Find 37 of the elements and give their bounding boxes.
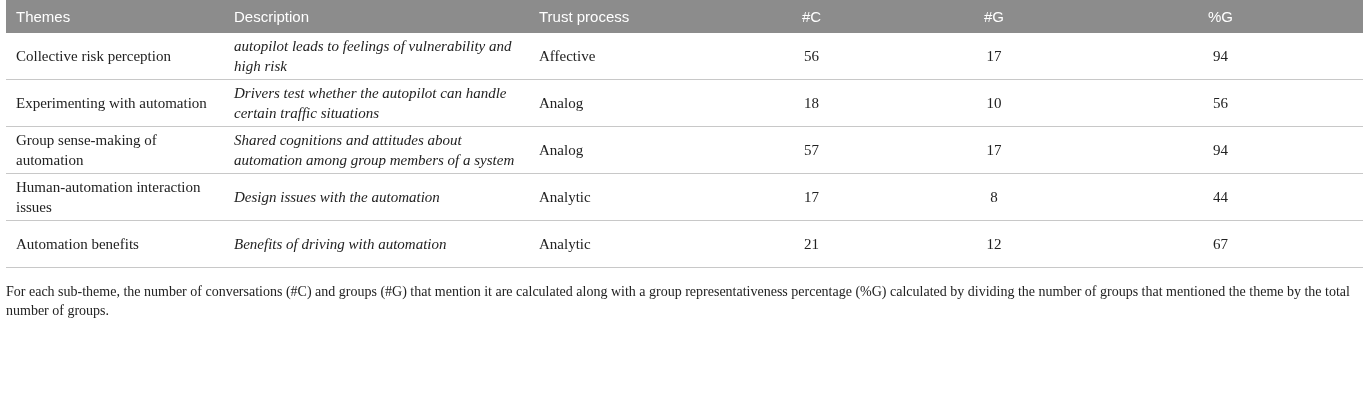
group-percentage: 94 — [1212, 47, 1229, 66]
group-count: 17 — [985, 141, 1003, 160]
theme-text: Experimenting with automation — [15, 94, 208, 113]
trust-process-text: Analytic — [538, 188, 592, 207]
theme-text: Human-automation interaction issues — [15, 178, 202, 217]
group-count: 17 — [985, 47, 1003, 66]
group-count: 12 — [985, 235, 1003, 254]
column-header: Description — [233, 8, 311, 25]
column-header: Themes — [15, 8, 72, 25]
trust-process-text: Analog — [538, 141, 585, 160]
group-count: 8 — [989, 188, 999, 207]
group-percentage: 94 — [1212, 141, 1229, 160]
table-caption: For each sub-theme, the number of conversations (#C) and groups (#G) that mention it are calculated along with a group representativeness percentage (%G) calculated by dividing the number of groups that mentioned the theme by the total number of groups. — [6, 283, 1351, 320]
column-header: #C — [800, 8, 823, 25]
description-text: Shared cognitions and attitudes about automation among group members of a system — [233, 131, 516, 170]
theme-text: Automation benefits — [15, 235, 140, 254]
description-text: Drivers test whether the autopilot can handle certain traffic situations — [233, 84, 508, 123]
theme-text: Collective risk perception — [15, 47, 172, 66]
trust-process-text: Analog — [538, 94, 585, 113]
conversation-count: 18 — [803, 94, 820, 113]
description-text: autopilot leads to feelings of vulnerability and high risk — [233, 37, 513, 76]
group-percentage: 44 — [1212, 188, 1229, 207]
conversation-count: 17 — [803, 188, 820, 207]
theme-text: Group sense-making of automation — [15, 131, 158, 170]
group-percentage: 67 — [1212, 235, 1229, 254]
trust-process-text: Analytic — [538, 235, 592, 254]
group-count: 10 — [985, 94, 1003, 113]
conversation-count: 21 — [803, 235, 820, 254]
trust-process-text: Affective — [538, 47, 597, 66]
column-header: Trust process — [538, 8, 631, 25]
conversation-count: 56 — [803, 47, 820, 66]
column-header: #G — [983, 8, 1005, 25]
conversation-count: 57 — [803, 141, 820, 160]
column-header: %G — [1207, 8, 1234, 25]
group-percentage: 56 — [1212, 94, 1229, 113]
description-text: Design issues with the automation — [233, 188, 441, 207]
description-text: Benefits of driving with automation — [233, 235, 448, 254]
